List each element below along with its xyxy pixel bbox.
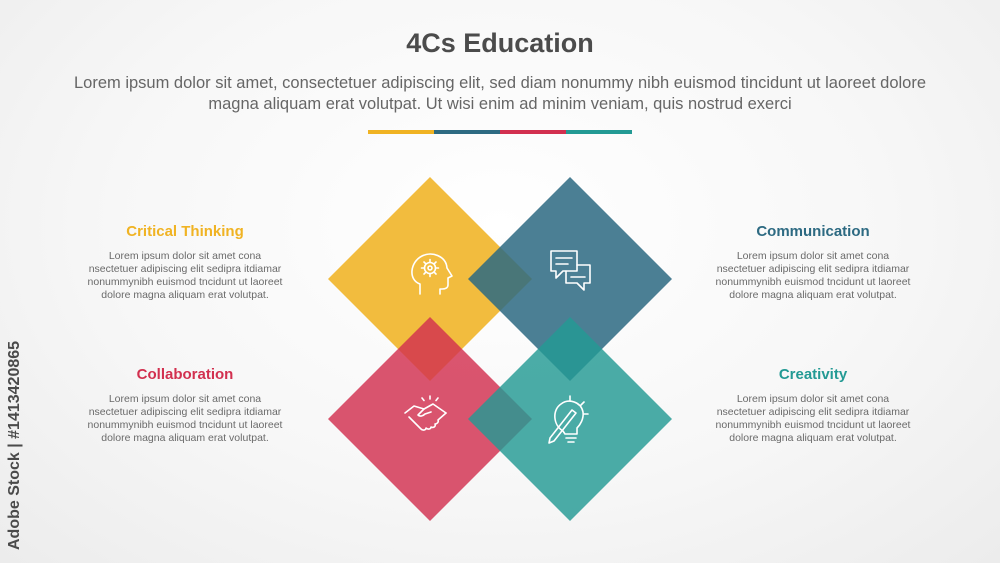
item-creativity: Creativity Lorem ipsum dolor sit amet co… — [713, 366, 913, 445]
accent-segment-yellow — [368, 130, 434, 134]
item-critical-thinking: Critical Thinking Lorem ipsum dolor sit … — [85, 223, 285, 302]
diamond-collaboration[interactable] — [328, 317, 532, 521]
diamond-critical-thinking[interactable] — [328, 177, 532, 381]
item-title: Communication — [756, 223, 870, 240]
diamond-communication[interactable] — [468, 177, 672, 381]
watermark-text: Adobe Stock | #1413420865 — [6, 340, 23, 550]
page-subtitle: Lorem ipsum dolor sit amet, consectetuer… — [73, 74, 927, 113]
item-title: Critical Thinking — [126, 223, 244, 240]
accent-color-bar — [368, 130, 632, 134]
item-collaboration: Collaboration Lorem ipsum dolor sit amet… — [85, 366, 285, 445]
item-description: Lorem ipsum dolor sit amet cona nsectetu… — [87, 250, 283, 301]
head-gear-icon — [411, 253, 453, 295]
accent-segment-teal — [566, 130, 632, 134]
lightbulb-pencil-icon — [548, 395, 589, 444]
item-description: Lorem ipsum dolor sit amet cona nsectetu… — [715, 250, 911, 301]
page-title: 4Cs Education — [406, 28, 594, 58]
item-communication: Communication Lorem ipsum dolor sit amet… — [713, 223, 913, 302]
item-title: Collaboration — [136, 366, 234, 383]
stock-watermark: Adobe Stock | #1413420865 — [6, 300, 40, 550]
accent-segment-navy — [434, 130, 500, 134]
chat-bubbles-icon — [550, 250, 591, 291]
handshake-icon — [404, 395, 447, 431]
accent-segment-red — [500, 130, 566, 134]
diamond-creativity[interactable] — [468, 317, 672, 521]
item-description: Lorem ipsum dolor sit amet cona nsectetu… — [87, 393, 283, 444]
item-title: Creativity — [778, 366, 848, 383]
item-description: Lorem ipsum dolor sit amet cona nsectetu… — [715, 393, 911, 444]
